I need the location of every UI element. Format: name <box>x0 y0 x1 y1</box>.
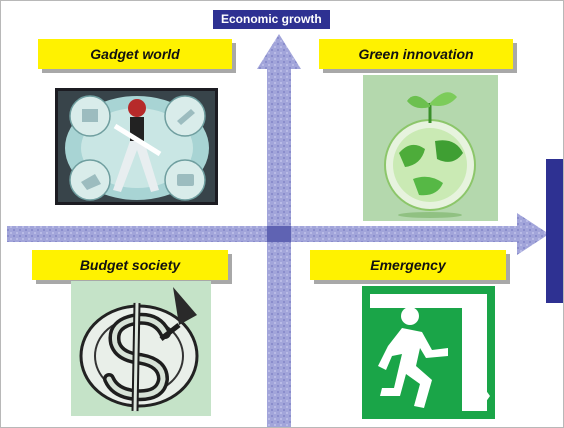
vertical-axis-label: Economic growth <box>213 10 330 29</box>
gadget-world-label: Gadget world <box>38 39 232 69</box>
horizontal-axis-marker <box>546 159 563 303</box>
emergency-exit-icon <box>362 286 495 419</box>
green-globe-icon <box>363 75 498 221</box>
dollar-sign-icon <box>71 281 211 416</box>
axis-intersection <box>267 226 291 242</box>
emergency-label: Emergency <box>310 250 506 280</box>
green-innovation-label: Green innovation <box>319 39 513 69</box>
gadget-collage-icon <box>55 88 218 205</box>
budget-society-label: Budget society <box>32 250 228 280</box>
